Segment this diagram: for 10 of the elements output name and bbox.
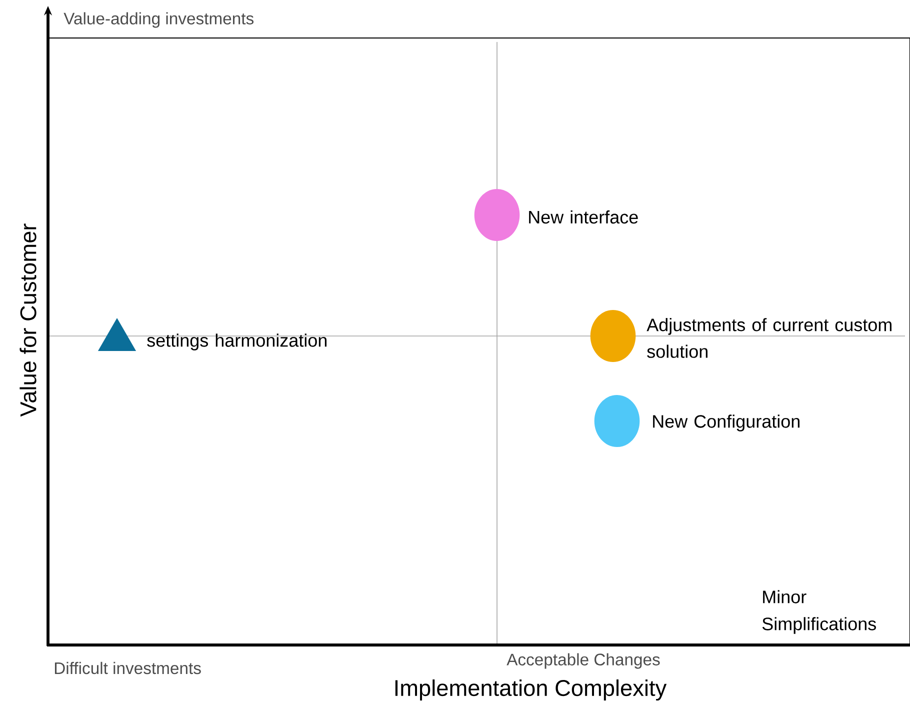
point-label: New interface <box>529 210 638 224</box>
point-label: New Configuration <box>653 414 800 432</box>
axis-label: Implementation Complexity <box>395 679 667 701</box>
axis-label: Acceptable Changes <box>506 653 660 669</box>
axis-label: Difficult investments <box>54 662 201 674</box>
point-label: Adjustments of current custom solution <box>646 318 892 358</box>
axis-label: Value for Customer <box>20 224 36 417</box>
point-label: settings harmonization <box>147 334 326 350</box>
axis-label: Value-adding investments <box>64 12 254 28</box>
axis-label: Minor Simplifications <box>762 590 876 634</box>
